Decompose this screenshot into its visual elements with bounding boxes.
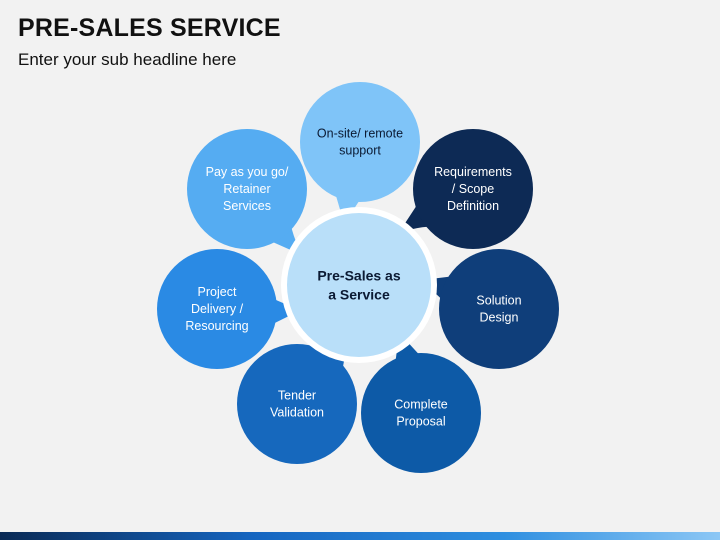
node-label-tender-0: Tender <box>278 389 316 403</box>
node-label-project-2: Resourcing <box>185 319 248 333</box>
node-label-proposal-1: Proposal <box>396 415 445 429</box>
node-label-requirements-2: Definition <box>447 199 499 213</box>
node-circle-onsite <box>300 82 420 202</box>
node-label-payasyougo-0: Pay as you go/ <box>206 165 289 179</box>
node-circle-project <box>157 249 277 369</box>
node-label-requirements-1: / Scope <box>452 182 494 196</box>
page-subtitle: Enter your sub headline here <box>18 50 237 69</box>
bottom-accent-bar <box>0 532 720 540</box>
node-label-payasyougo-2: Services <box>223 199 271 213</box>
node-label-project-1: Delivery / <box>191 302 244 316</box>
node-circle-tender <box>237 344 357 464</box>
center-label-0: Pre-Sales as <box>317 268 400 284</box>
node-label-solution-0: Solution <box>476 294 521 308</box>
node-label-onsite-0: On-site/ remote <box>317 127 403 141</box>
node-label-payasyougo-1: Retainer <box>223 182 270 196</box>
node-label-project-0: Project <box>198 285 237 299</box>
node-circle-requirements <box>413 129 533 249</box>
node-circle-payasyougo <box>187 129 307 249</box>
node-label-requirements-0: Requirements <box>434 165 512 179</box>
node-label-solution-1: Design <box>480 311 519 325</box>
center-label-1: a Service <box>328 287 390 303</box>
node-label-tender-1: Validation <box>270 406 324 420</box>
center-circle <box>287 213 431 357</box>
node-circle-solution <box>439 249 559 369</box>
node-label-onsite-1: support <box>339 144 381 158</box>
node-label-proposal-0: Complete <box>394 398 448 412</box>
node-circle-proposal <box>361 353 481 473</box>
page-title: PRE-SALES SERVICE <box>18 14 281 42</box>
node-onsite: On-site/ remote support <box>300 82 420 202</box>
